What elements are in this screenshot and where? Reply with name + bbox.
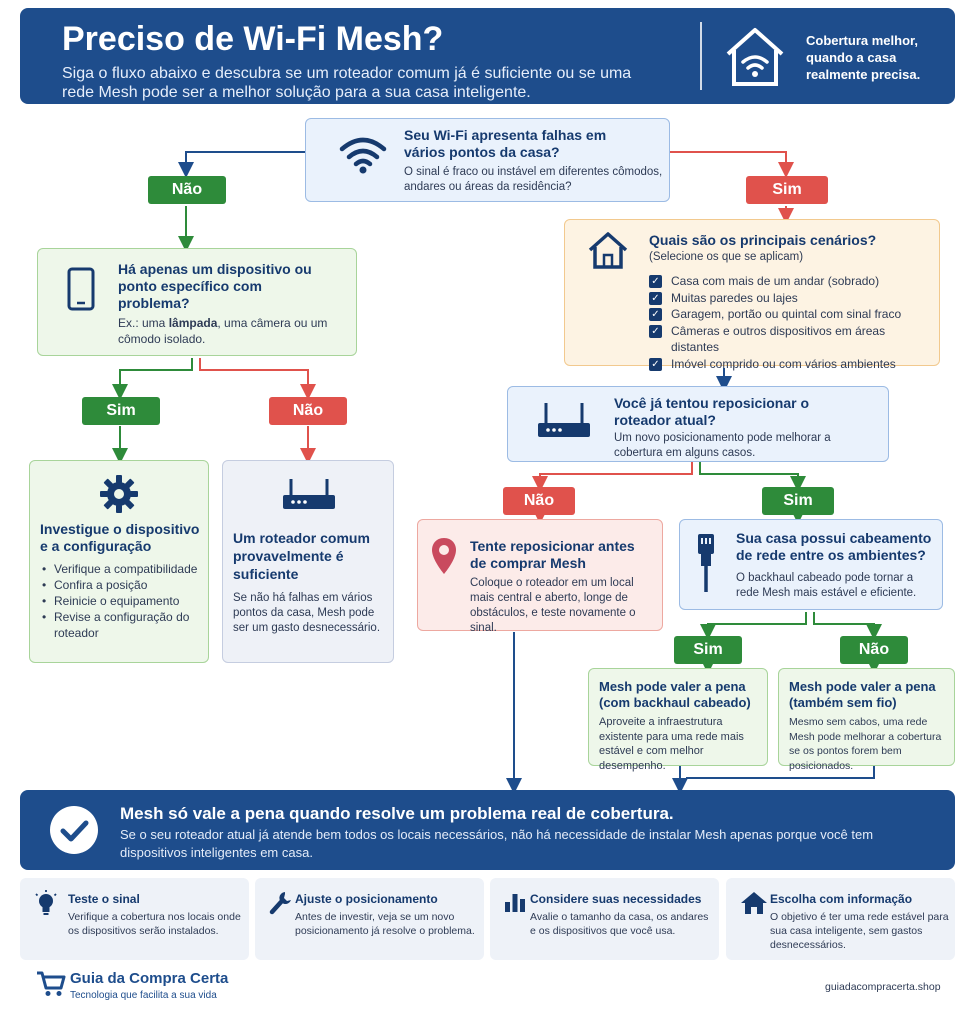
tip-text: O objetivo é ter uma rede estável para s…: [770, 911, 949, 951]
scenarios-box: Quais são os principais cenários? (Selec…: [564, 219, 940, 371]
cabling-detail: O backhaul cabeado pode tornar a rede Me…: [736, 572, 917, 599]
reposition-question-box: Você já tentou reposicionar o roteador a…: [507, 386, 889, 462]
conclusion-detail: Se o seu roteador atual já atende bem to…: [120, 827, 874, 860]
lightbulb-icon: [35, 890, 57, 915]
scenario-checkbox-item[interactable]: Garagem, portão ou quintal com sinal fra…: [649, 306, 934, 323]
cabling-question: Sua casa possui cabeamento de rede entre…: [736, 530, 932, 563]
home-icon: [741, 892, 767, 914]
mesh-wireless-box: Mesh pode valer a pena (também sem fio) …: [778, 668, 955, 772]
investigate-title: Investigue o dispositivo e a configuraçã…: [40, 521, 200, 554]
list-item: Revise a configuração do roteador: [40, 609, 205, 641]
reposition-detail: Um novo posicionamento pode melhorar a c…: [614, 432, 831, 459]
tip-card: Ajuste o posicionamento Antes de investi…: [255, 878, 484, 960]
home-icon: [588, 232, 628, 269]
footer-slogan: Tecnologia que facilita a sua vida: [70, 990, 217, 1001]
scenarios-title: Quais são os principais cenários?: [649, 232, 877, 248]
single-device-detail: Ex.: uma lâmpada, uma câmera ou um cômod…: [118, 316, 328, 346]
scenario-checkbox-item[interactable]: Muitas paredes ou lajes: [649, 290, 934, 307]
start-detail: O sinal é fraco ou instável em diferente…: [404, 166, 663, 193]
wifi-house-icon: [726, 28, 784, 86]
conclusion-banner: Mesh só vale a pena quando resolve um pr…: [20, 790, 955, 870]
mesh-wired-title: Mesh pode valer a pena (com backhaul cab…: [599, 679, 751, 710]
yes-pill-reposition: Sim: [762, 487, 834, 515]
mesh-wired-detail: Aproveite a infraestrutura existente par…: [599, 716, 744, 772]
scenario-checkbox-item[interactable]: Câmeras e outros dispositivos em áreas d…: [649, 323, 934, 356]
wifi-icon: [339, 137, 387, 174]
investigate-box: Investigue o dispositivo e a configuraçã…: [29, 460, 209, 663]
investigate-list: Verifique a compatibilidade Confira a po…: [40, 561, 205, 641]
yes-pill-start: Sim: [746, 176, 828, 204]
check-icon: [60, 820, 89, 842]
scenario-checkbox-item[interactable]: Imóvel comprido ou com vários ambientes: [649, 356, 934, 373]
tip-text: Verifique a cobertura nos locais onde os…: [68, 911, 241, 937]
footer-url[interactable]: guiadacompracerta.shop: [825, 981, 941, 993]
wrench-icon: [269, 892, 291, 915]
mesh-wired-box: Mesh pode valer a pena (com backhaul cab…: [588, 668, 768, 772]
header-divider: [700, 22, 702, 90]
check-circle-icon: [50, 806, 98, 854]
no-pill-single: Não: [269, 397, 347, 425]
try-reposition-detail: Coloque o roteador em um local mais cent…: [470, 577, 636, 634]
yes-pill-single: Sim: [82, 397, 160, 425]
header-banner: Preciso de Wi-Fi Mesh? Siga o fluxo abai…: [20, 8, 955, 104]
no-pill-reposition: Não: [503, 487, 575, 515]
tip-text: Avalie o tamanho da casa, os andares e o…: [530, 911, 709, 937]
cabling-question-box: Sua casa possui cabeamento de rede entre…: [679, 519, 943, 610]
tip-card: Escolha com informação O objetivo é ter …: [726, 878, 955, 960]
ethernet-cable-icon: [698, 534, 714, 592]
single-device-question: Há apenas um dispositivo ou ponto especí…: [118, 261, 312, 311]
reposition-question: Você já tentou reposicionar o roteador a…: [614, 395, 810, 428]
scenarios-hint: (Selecione os que se aplicam): [649, 251, 804, 263]
conclusion-title: Mesh só vale a pena quando resolve um pr…: [120, 804, 674, 823]
header-tagline: Cobertura melhor, quando a casa realment…: [806, 33, 921, 82]
footer-brand: Guia da Compra Certa: [70, 970, 229, 987]
gear-icon: [100, 475, 138, 513]
tip-title: Considere suas necessidades: [530, 892, 702, 906]
common-router-detail: Se não há falhas em vários pontos da cas…: [233, 592, 381, 634]
page-subtitle: Siga o fluxo abaixo e descubra se um rot…: [62, 65, 632, 101]
location-pin-icon: [432, 538, 456, 574]
list-item: Confira a posição: [40, 577, 205, 593]
no-pill-cabling: Não: [840, 636, 908, 664]
smartphone-icon: [67, 267, 95, 311]
page-title: Preciso de Wi-Fi Mesh?: [62, 20, 444, 58]
yes-pill-cabling: Sim: [674, 636, 742, 664]
common-router-box: Um roteador comum provavelmente é sufici…: [222, 460, 394, 663]
try-reposition-title: Tente reposicionar antes de comprar Mesh: [470, 538, 635, 571]
no-pill-start: Não: [148, 176, 226, 204]
scenarios-list: Casa com mais de um andar (sobrado) Muit…: [649, 273, 934, 373]
tip-title: Teste o sinal: [68, 892, 140, 906]
list-item: Verifique a compatibilidade: [40, 561, 205, 577]
mesh-wireless-title: Mesh pode valer a pena (também sem fio): [789, 679, 936, 710]
router-icon: [538, 403, 590, 437]
common-router-title: Um roteador comum provavelmente é sufici…: [233, 530, 370, 582]
single-device-box: Há apenas um dispositivo ou ponto especí…: [37, 248, 357, 356]
tip-title: Escolha com informação: [770, 892, 913, 906]
router-icon: [283, 479, 335, 509]
mesh-wireless-detail: Mesmo sem cabos, uma rede Mesh pode melh…: [789, 716, 942, 772]
tip-title: Ajuste o posicionamento: [295, 892, 438, 906]
start-question-box: Seu Wi-Fi apresenta falhas em vários pon…: [305, 118, 670, 202]
try-reposition-box: Tente reposicionar antes de comprar Mesh…: [417, 519, 663, 634]
scenario-checkbox-item[interactable]: Casa com mais de um andar (sobrado): [649, 273, 934, 290]
shopping-cart-icon: [37, 971, 66, 996]
list-item: Reinicie o equipamento: [40, 593, 205, 609]
bar-chart-icon: [505, 894, 525, 912]
start-question: Seu Wi-Fi apresenta falhas em vários pon…: [404, 127, 607, 160]
tip-text: Antes de investir, veja se um novo posic…: [295, 911, 475, 937]
tip-card: Teste o sinal Verifique a cobertura nos …: [20, 878, 249, 960]
tip-card: Considere suas necessidades Avalie o tam…: [490, 878, 719, 960]
